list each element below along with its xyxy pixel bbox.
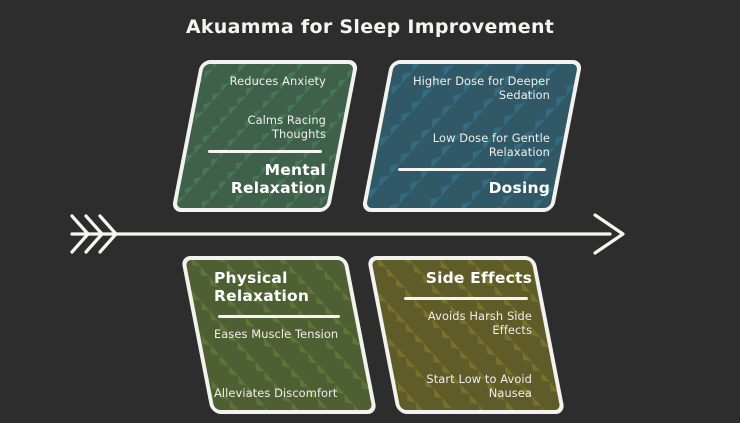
divider [208,150,322,154]
panel-side-effects[interactable]: Side Effects Avoids Harsh Side Effects S… [366,256,566,414]
spacer [214,341,344,386]
panel-item: Eases Muscle Tension [214,326,339,341]
right-arrow-with-fletching-icon [70,213,625,255]
panel-item: Reduces Anxiety [229,74,326,88]
panel-mental-relaxation[interactable]: Reduces Anxiety Calms Racing Thoughts Me… [171,60,359,212]
panel-dosing[interactable]: Higher Dose for Deeper Sedation Low Dose… [361,60,583,212]
page-title: Akuamma for Sleep Improvement [185,16,555,38]
panel-item: Start Low to Avoid Nausea [426,371,532,400]
spacer [204,88,326,113]
divider [218,314,340,318]
panel-item: Alleviates Discomfort [214,385,338,400]
panel-item: Low Dose for Gentle Relaxation [432,130,550,159]
panel-title: Side Effects [425,269,532,287]
panel-title: Mental Relaxation [230,161,326,198]
panel-item: Avoids Harsh Side Effects [427,308,532,338]
panel-title: Physical Relaxation [214,269,310,305]
divider [398,168,546,172]
panel-physical-relaxation[interactable]: Physical Relaxation Eases Muscle Tension… [180,256,378,414]
spacer [400,337,532,371]
timeline-arrow [50,206,690,262]
panel-item: Higher Dose for Deeper Sedation [413,74,550,103]
panel-title: Dosing [488,179,550,198]
panel-item: Calms Racing Thoughts [247,112,326,142]
divider [404,296,528,300]
spacer [394,103,550,131]
